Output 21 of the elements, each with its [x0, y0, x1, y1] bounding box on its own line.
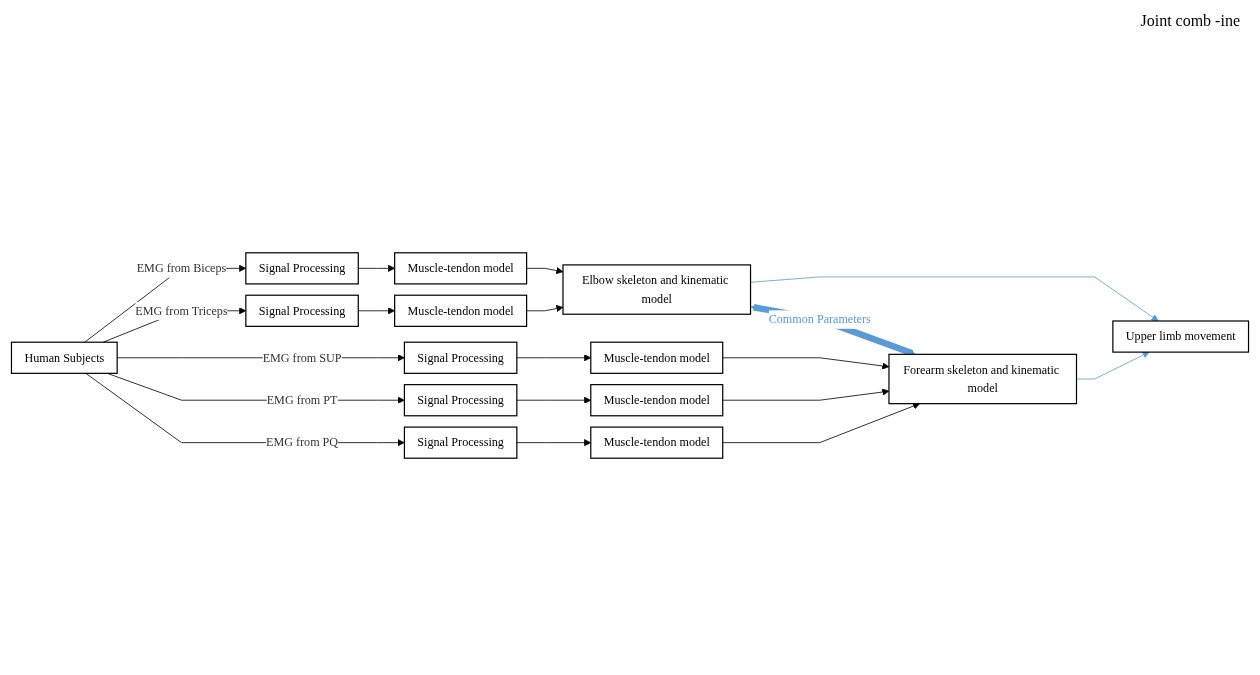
node-box: Muscle-tendon model: [590, 426, 724, 459]
node-box: Signal Processing: [245, 294, 359, 327]
note-text: Joint comb -ine: [1140, 12, 1240, 30]
node-box: Muscle-tendon model: [590, 383, 724, 416]
edge-label: EMG from SUP: [262, 350, 342, 364]
node-box: Signal Processing: [245, 251, 359, 284]
edge-label: EMG from Triceps: [135, 303, 228, 317]
node-box: Muscle-tendon model: [394, 251, 528, 284]
node-box: Human Subjects: [10, 341, 118, 374]
node-box: Elbow skeleton and kinematic model: [562, 263, 752, 315]
node-box: Muscle-tendon model: [394, 294, 528, 327]
edge-label: EMG from PQ: [266, 435, 339, 449]
edge-label: EMG from Biceps: [136, 261, 227, 275]
node-box: Upper limb movement: [1112, 319, 1250, 353]
edge-label: Common Parameters: [768, 312, 871, 326]
node-box: Signal Processing: [403, 426, 518, 459]
node-box: Signal Processing: [403, 383, 518, 416]
node-box: Muscle-tendon model: [590, 341, 724, 374]
node-box: Signal Processing: [403, 341, 518, 374]
node-box: Forearm skeleton and kinematic model: [888, 353, 1078, 404]
edge-label: EMG from PT: [266, 393, 338, 406]
